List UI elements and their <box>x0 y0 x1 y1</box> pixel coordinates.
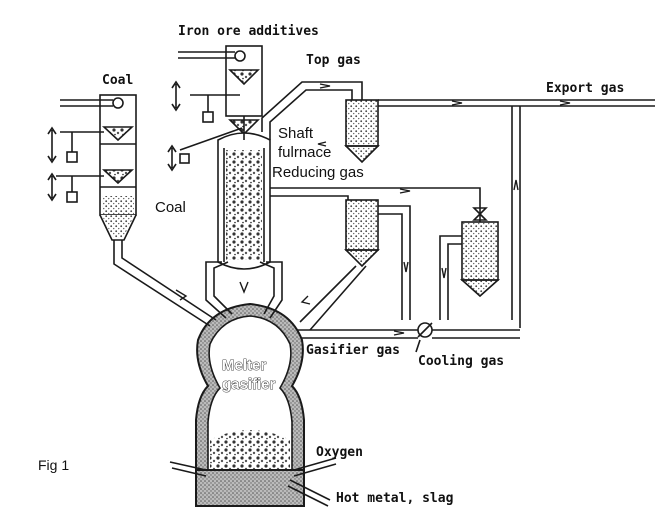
gas-scrubber <box>439 200 501 320</box>
label-cooling-gas: Cooling gas <box>418 354 504 369</box>
label-melter-gasifier-line1: Melter <box>222 357 266 374</box>
hot-gas-cyclone <box>270 187 481 331</box>
label-top-gas: Top gas <box>306 53 361 68</box>
label-coal-top: Coal <box>102 73 133 88</box>
cooling-loop <box>296 322 520 353</box>
label-export-gas: Export gas <box>546 81 624 96</box>
label-gasifier-gas: Gasifier gas <box>306 343 400 358</box>
label-melter-gasifier-line2: gasifier <box>222 376 276 393</box>
melter-gasifier <box>169 302 337 507</box>
label-oxygen: Oxygen <box>316 445 363 460</box>
label-iron-ore-additives: Iron ore additives <box>178 24 319 39</box>
coal-bunker <box>47 94 137 241</box>
flow-arrows <box>175 83 571 336</box>
pipes <box>113 240 283 327</box>
shaft-furnace <box>217 116 271 270</box>
label-coal-side: Coal <box>155 199 186 216</box>
label-hot-metal-slag: Hot metal, slag <box>336 491 453 506</box>
label-reducing-gas: Reducing gas <box>272 164 364 181</box>
ore-bunker <box>167 45 263 172</box>
top-gas-cyclone <box>261 81 655 328</box>
figure-label: Fig 1 <box>38 457 69 473</box>
label-shaft-furnace-line1: Shaft <box>278 125 314 142</box>
label-shaft-furnace-line2: fulrnace <box>278 144 331 161</box>
